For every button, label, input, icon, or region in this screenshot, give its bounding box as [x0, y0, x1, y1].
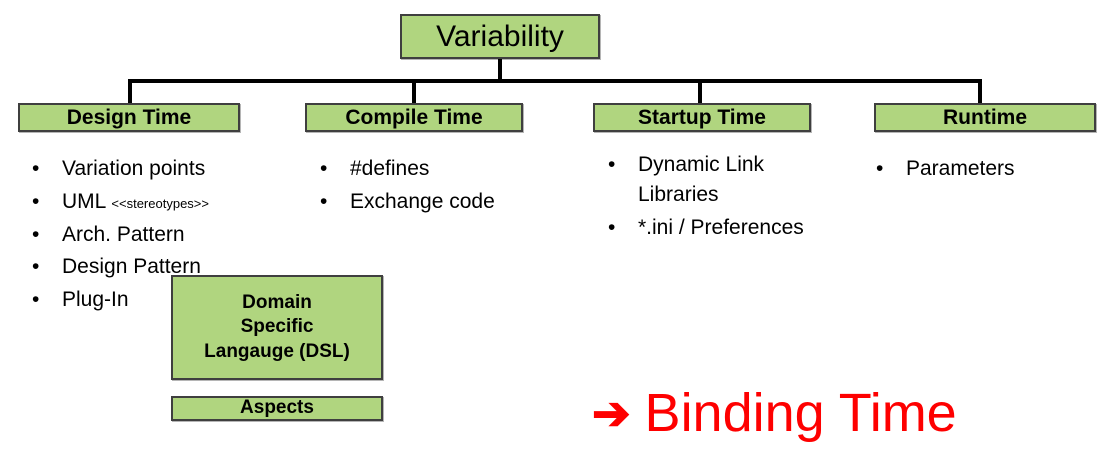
connector-root-stem — [498, 59, 502, 81]
extra-box-dsl-line3: Langauge (DSL) — [204, 340, 350, 362]
root-node-variability: Variability — [400, 14, 600, 59]
bullet-marker: • — [320, 189, 328, 213]
list-item-annotation: <<stereotypes>> — [111, 195, 209, 211]
extra-box-aspects-line1: Aspects — [240, 397, 314, 419]
bullet-marker: • — [608, 153, 616, 176]
branch-box-design-time: Design Time — [18, 103, 240, 132]
bullet-marker: • — [32, 189, 40, 213]
connector-drop-design — [128, 79, 132, 104]
bullet-marker: • — [320, 157, 328, 180]
list-item-label: Plug-In — [62, 288, 129, 312]
bullet-marker: • — [32, 288, 40, 312]
bullet-list-design-time: • Variation points • UML <<stereotypes>>… — [32, 154, 302, 318]
root-node-label: Variability — [436, 19, 564, 53]
connector-bus — [128, 79, 982, 83]
bullet-marker: • — [876, 157, 884, 180]
list-item-label: Design Pattern — [62, 255, 201, 279]
list-item: • Design Pattern — [32, 252, 302, 282]
list-item: • Exchange code — [320, 187, 580, 217]
list-item: • Variation points — [32, 154, 302, 184]
branch-box-runtime: Runtime — [874, 103, 1096, 132]
extra-box-dsl-line1: Domain — [242, 292, 312, 314]
branch-label-compile-time: Compile Time — [345, 105, 483, 129]
binding-time-callout: ➔ Binding Time — [592, 386, 957, 440]
list-item-label: UML <<stereotypes>> — [62, 189, 209, 213]
branch-box-startup-time: Startup Time — [593, 103, 811, 132]
branch-box-compile-time: Compile Time — [305, 103, 523, 132]
list-item-label: #defines — [350, 157, 430, 180]
connector-drop-startup — [698, 79, 702, 104]
list-item-label: *.ini / Preferences — [638, 215, 804, 239]
list-item-label: Dynamic Link Libraries — [638, 153, 765, 206]
list-item: • Plug-In — [32, 285, 302, 315]
extra-box-dsl: Domain Specific Langauge (DSL) — [171, 275, 383, 380]
bullet-marker: • — [608, 215, 616, 239]
bullet-list-startup-time: • Dynamic Link Libraries • *.ini / Prefe… — [608, 150, 858, 245]
branch-label-design-time: Design Time — [66, 105, 192, 129]
connector-drop-runtime — [978, 79, 982, 104]
list-item-label: Exchange code — [350, 189, 495, 213]
bullet-marker: • — [32, 255, 40, 279]
bullet-marker: • — [32, 222, 40, 246]
list-item-label: Variation points — [62, 157, 206, 180]
right-arrow-icon: ➔ — [592, 387, 631, 439]
binding-time-label: Binding Time — [644, 383, 957, 443]
branch-label-startup-time: Startup Time — [638, 105, 766, 129]
list-item: • Arch. Pattern — [32, 220, 302, 250]
list-item: • Parameters — [876, 154, 1106, 184]
connector-drop-compile — [412, 79, 416, 104]
bullet-list-compile-time: • #defines • Exchange code — [320, 154, 580, 220]
list-item: • UML <<stereotypes>> — [32, 187, 302, 217]
list-item: • #defines — [320, 154, 580, 184]
branch-label-runtime: Runtime — [943, 105, 1027, 129]
list-item-label: Arch. Pattern — [62, 222, 185, 246]
bullet-marker: • — [32, 157, 40, 180]
bullet-list-runtime: • Parameters — [876, 154, 1106, 187]
list-item: • Dynamic Link Libraries — [608, 150, 858, 210]
extra-box-dsl-line2: Specific — [240, 316, 314, 338]
extra-box-aspects: Aspects — [171, 396, 383, 421]
list-item-label: Parameters — [906, 157, 1015, 180]
list-item: • *.ini / Preferences — [608, 213, 858, 243]
